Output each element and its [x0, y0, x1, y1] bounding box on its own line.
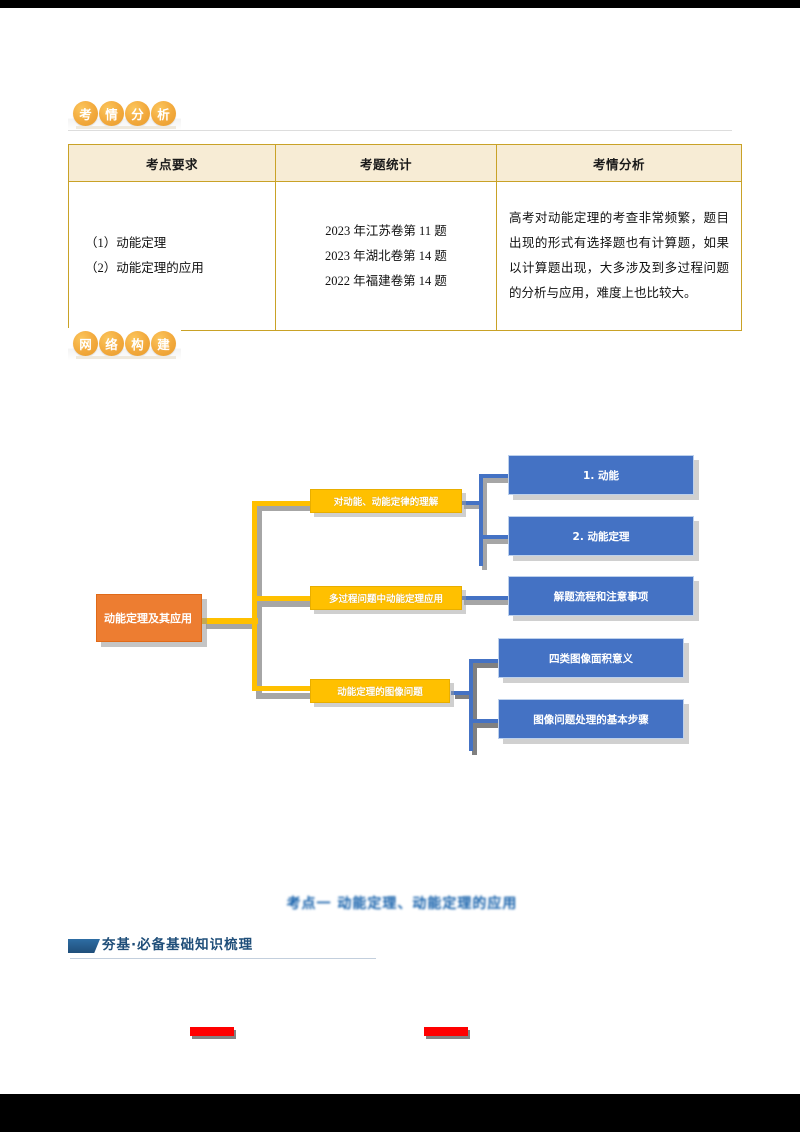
badge-coin-3: 分 [125, 101, 150, 126]
connector-shadow-b3-stub [455, 694, 477, 699]
mindmap-leaf-label: 图像问题处理的基本步骤 [533, 713, 649, 726]
requirement-item-2: （2）动能定理的应用 [85, 261, 204, 275]
connector-shadow-b1-stub [464, 504, 486, 509]
mindmap-branch-1[interactable]: 对动能、动能定律的理解 [310, 489, 462, 513]
mindmap-leaf-kinetic-theorem[interactable]: 2. 动能定理 [508, 516, 694, 556]
table-row: （1）动能定理 （2）动能定理的应用 2023 年江苏卷第 11 题 2023 … [68, 181, 742, 331]
connector-root-to-spine [202, 618, 258, 624]
connector-spine-to-branch-2 [252, 596, 312, 601]
connector-spine-to-branch-1 [252, 501, 312, 506]
connector-shadow-b3-spine [472, 663, 477, 755]
mindmap-leaf-label: 解题流程和注意事项 [553, 590, 649, 603]
mindmap-leaf-kinetic-energy[interactable]: 1. 动能 [508, 455, 694, 495]
flag-marker-icon [68, 939, 100, 953]
mindmap-leaf-label: 1. 动能 [583, 469, 619, 482]
connector-shadow-b3 [256, 693, 314, 699]
mindmap-branch-3-label: 动能定理的图像问题 [337, 687, 423, 698]
cell-statistics: 2023 年江苏卷第 11 题 2023 年湖北卷第 14 题 2022 年福建… [275, 181, 497, 331]
connector-shadow-root [206, 622, 262, 629]
table-header-row: 考点要求 考题统计 考情分析 [68, 144, 742, 182]
connector-shadow-b2 [256, 601, 314, 607]
connector-branch1-child2 [479, 535, 509, 539]
cell-requirements: （1）动能定理 （2）动能定理的应用 [68, 181, 276, 331]
connector-shadow-b1 [256, 505, 314, 511]
analysis-text: 高考对动能定理的考查非常频繁，题目出现的形式有选择题也有计算题，如果以计算题出现… [509, 211, 729, 300]
mindmap-leaf-solution-process[interactable]: 解题流程和注意事项 [508, 576, 694, 616]
connector-branch3-child2 [469, 719, 499, 723]
mindmap-branch-2-label: 多过程问题中动能定理应用 [328, 594, 443, 605]
mindmap-leaf-graph-steps[interactable]: 图像问题处理的基本步骤 [498, 699, 684, 739]
mindmap-leaf-label: 2. 动能定理 [572, 530, 630, 543]
badge-coin-2: 络 [99, 331, 124, 356]
badge-coin-2: 情 [99, 101, 124, 126]
redaction-bar-2 [424, 1027, 468, 1036]
connector-shadow-b1-spine [482, 478, 487, 570]
connector-branch1-child1 [479, 474, 509, 478]
document-paper: 考 情 分 析 考点要求 考题统计 考情分析 （1）动能定理 （2）动能定理的应… [0, 8, 800, 1094]
redaction-bar-1 [190, 1027, 234, 1036]
connector-shadow-b3-c1 [472, 663, 500, 668]
mindmap-leaf-graph-area-meaning[interactable]: 四类图像面积意义 [498, 638, 684, 678]
requirement-item-1: （1）动能定理 [85, 236, 167, 250]
connector-spine-to-branch-3 [252, 686, 312, 691]
connector-shadow-b2-stub [464, 600, 512, 605]
subsection-heading: 夯基·必备基础知识梳理 [68, 933, 378, 961]
mindmap-root-node[interactable]: 动能定理及其应用 [96, 594, 202, 642]
connector-spine-vertical [252, 501, 257, 690]
cell-analysis: 高考对动能定理的考查非常频繁，题目出现的形式有选择题也有计算题，如果以计算题出现… [496, 181, 742, 331]
statistic-item-3: 2022 年福建卷第 14 题 [325, 273, 447, 288]
connector-shadow-b1-c2 [482, 539, 510, 544]
badge-coin-4: 建 [151, 331, 176, 356]
statistic-item-1: 2023 年江苏卷第 11 题 [325, 223, 447, 238]
mind-map: 动能定理及其应用 对动能、动能定律的理解 多过程问题中动能定理应用 动能定理的图… [0, 408, 800, 788]
badge-underline-exam-analysis [68, 130, 732, 131]
badge-coin-1: 考 [73, 101, 98, 126]
mindmap-branch-3[interactable]: 动能定理的图像问题 [310, 679, 450, 703]
section-badge-network: 网 络 构 建 [68, 328, 181, 361]
badge-coin-4: 析 [151, 101, 176, 126]
connector-branch1-spine [479, 474, 483, 566]
badge-coin-1: 网 [73, 331, 98, 356]
badge-tail [76, 356, 176, 359]
mindmap-branch-2[interactable]: 多过程问题中动能定理应用 [310, 586, 462, 610]
connector-branch3-child1 [469, 659, 499, 663]
badge-coin-3: 构 [125, 331, 150, 356]
table-header-requirements: 考点要求 [68, 144, 276, 182]
connector-branch3-spine [469, 659, 473, 751]
connector-branch3-stub [451, 691, 473, 695]
exam-analysis-table: 考点要求 考题统计 考情分析 （1）动能定理 （2）动能定理的应用 2023 年… [68, 144, 742, 331]
connector-branch1-stub [461, 501, 483, 505]
mindmap-root-label: 动能定理及其应用 [104, 612, 192, 625]
subsection-rule [70, 958, 376, 959]
section-badge-exam-analysis: 考 情 分 析 [68, 98, 181, 131]
connector-branch2-child [461, 596, 509, 600]
table-header-statistics: 考题统计 [275, 144, 497, 182]
subsection-heading-label: 夯基·必备基础知识梳理 [102, 937, 254, 953]
statistic-item-2: 2023 年湖北卷第 14 题 [325, 248, 447, 263]
badge-tail [76, 126, 176, 129]
mindmap-leaf-label: 四类图像面积意义 [549, 652, 633, 665]
mindmap-branch-1-label: 对动能、动能定律的理解 [333, 497, 439, 508]
connector-shadow-b1-c1 [482, 478, 510, 483]
connector-shadow-b3-c2 [472, 723, 500, 728]
section-title-kaodian-1: 考点一 动能定理、动能定理的应用 [286, 896, 518, 912]
table-header-analysis: 考情分析 [496, 144, 742, 182]
